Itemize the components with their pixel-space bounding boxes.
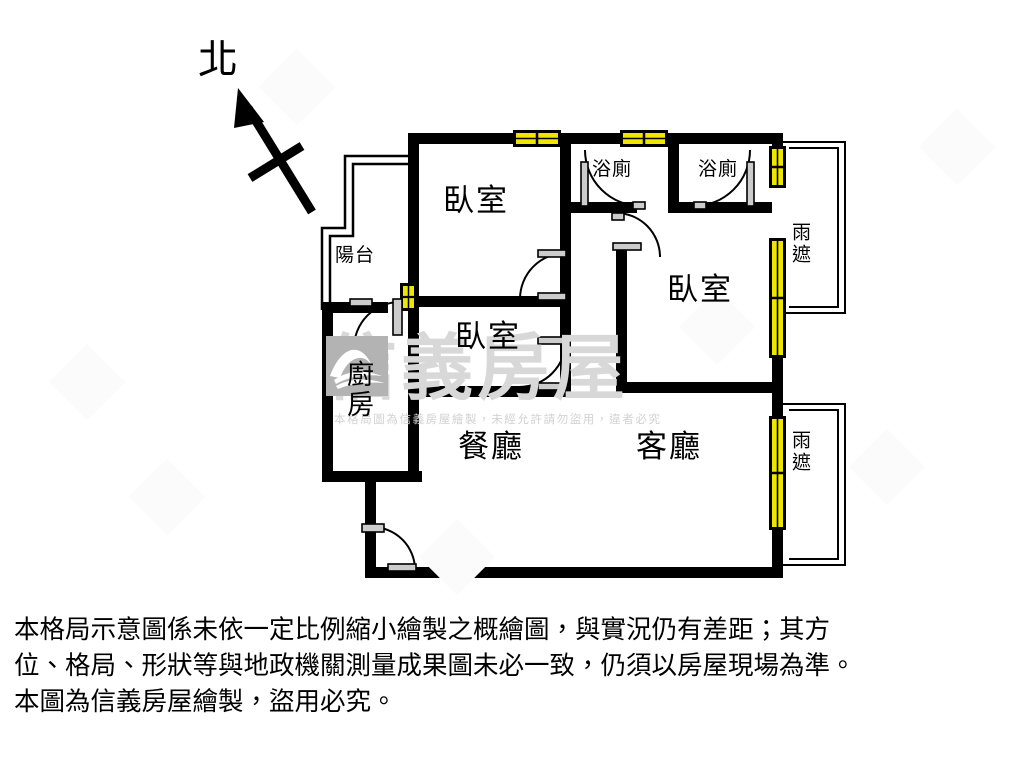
compass-north-label: 北 xyxy=(198,37,239,83)
room-label-bedroom-top-left: 臥室 xyxy=(443,183,509,219)
disclaimer-line-2: 位、格局、形狀等與地政機關測量成果圖未必一致，仍須以房屋現場為準。 xyxy=(14,651,856,682)
room-label-bathroom-left: 浴廁 xyxy=(592,158,633,180)
window-vertical xyxy=(769,146,786,188)
window-horizontal xyxy=(513,130,561,147)
room-label-living-room: 客廳 xyxy=(636,429,702,465)
room-label-dining-room: 餐廳 xyxy=(458,429,524,465)
door-bedroom-top-left xyxy=(519,249,567,301)
door-main-entrance xyxy=(361,523,417,572)
door-bathroom-right xyxy=(693,149,755,210)
floor-plan-drawing xyxy=(234,88,846,578)
disclaimer-line-3: 本圖為信義房屋繪製，盜用必究。 xyxy=(14,687,397,718)
floor-plan-canvas: 信義房屋 本格局圖為信義房屋繪製，未經允許請勿盜用，違者必究 xyxy=(198,37,846,578)
disclaimer-line-1: 本格局示意圖係未依一定比例縮小繪製之概繪圖，與實況仍有差距；其方 xyxy=(14,615,831,645)
window-horizontal xyxy=(620,130,668,147)
structural-walls xyxy=(322,133,783,578)
room-label-rain-shelter-upper: 雨遮 xyxy=(789,222,811,266)
door-bedroom-right xyxy=(611,212,661,258)
room-label-kitchen: 廚房 xyxy=(342,360,373,420)
door-bedroom-middle-left xyxy=(518,336,567,391)
door-bathroom-left xyxy=(580,149,646,210)
north-arrow-icon xyxy=(234,88,316,215)
window-vertical-small xyxy=(400,283,417,311)
rain-shelter-lower-outline xyxy=(783,403,846,566)
room-label-bedroom-middle-left: 臥室 xyxy=(455,319,521,355)
room-label-rain-shelter-lower: 雨遮 xyxy=(789,430,811,474)
disclaimer-text: 本格局示意圖係未依一定比例縮小繪製之概繪圖，與實況仍有差距；其方 位、格局、形狀… xyxy=(14,612,1012,721)
room-label-bathroom-right: 浴廁 xyxy=(698,158,739,180)
balcony-outline xyxy=(320,154,408,310)
rain-shelter-upper-outline xyxy=(783,141,846,314)
window-vertical xyxy=(769,238,786,358)
room-label-balcony: 陽台 xyxy=(335,244,376,266)
room-label-bedroom-right: 臥室 xyxy=(667,272,733,308)
window-vertical xyxy=(769,416,786,530)
windows-group xyxy=(400,130,786,530)
